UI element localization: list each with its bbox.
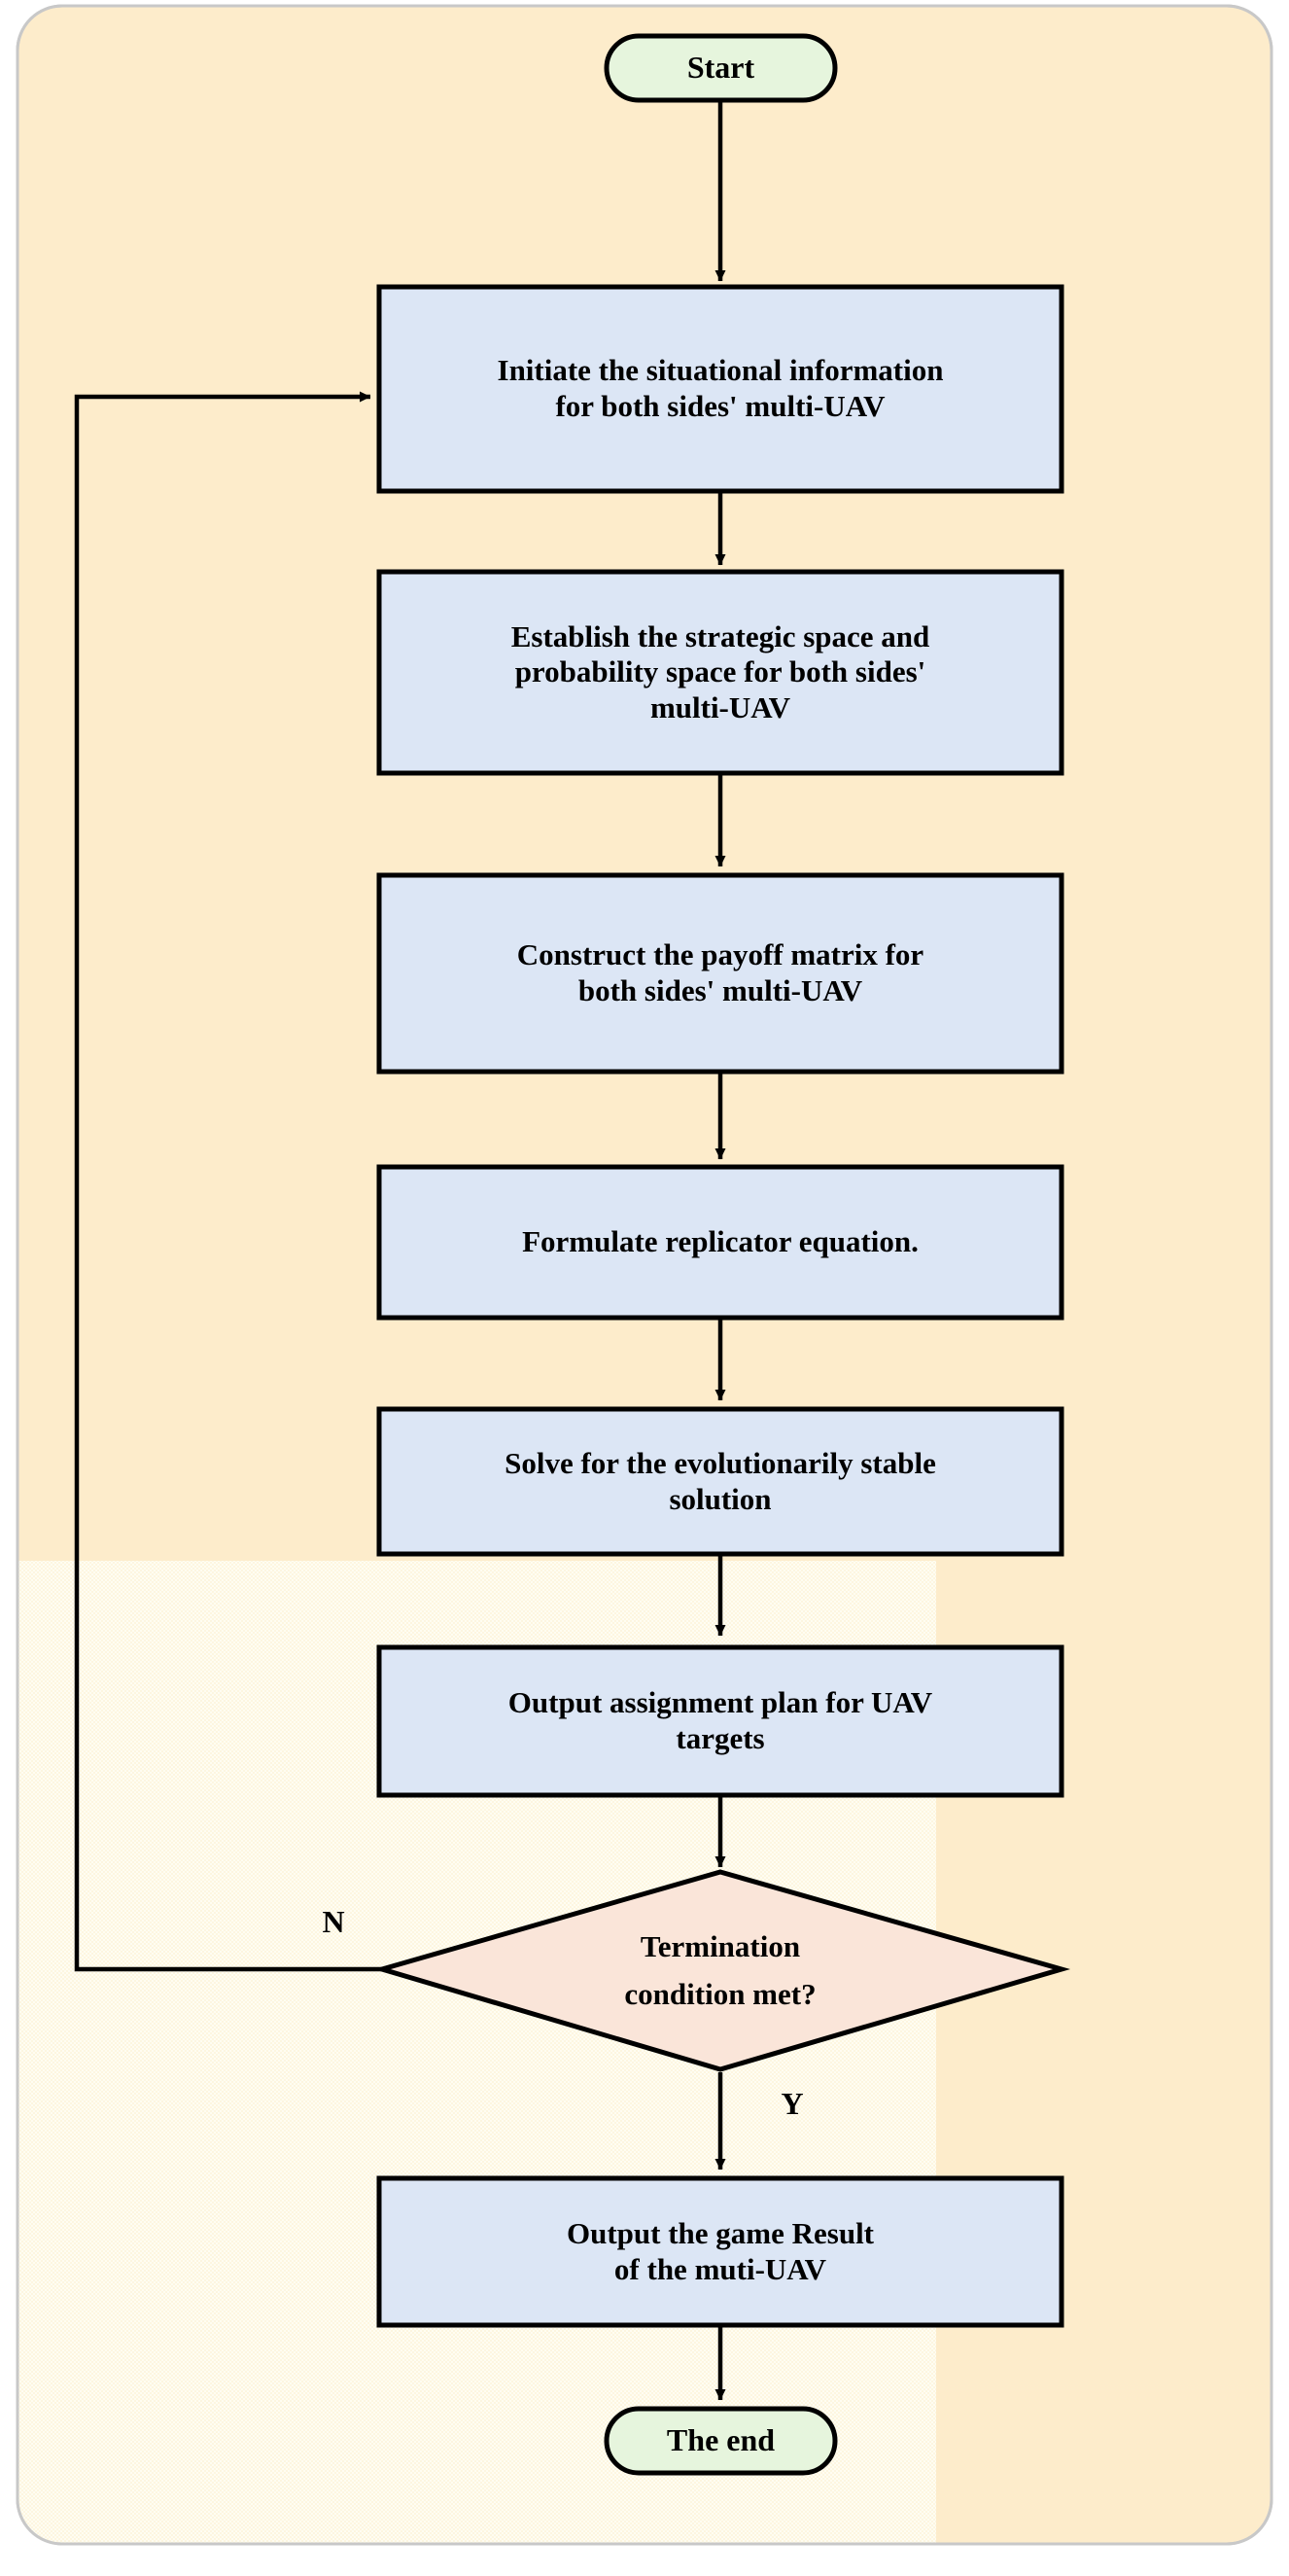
node-p7-shape [376,2175,1064,2328]
node-p1-shape [376,284,1064,494]
node-p1[interactable] [379,287,1062,491]
connector-group [74,99,726,2401]
node-end-shape [604,2406,838,2476]
node-p4-shape [376,1164,1064,1321]
node-p7[interactable] [379,2178,1062,2325]
node-start-shape [604,33,838,103]
node-p3[interactable] [379,875,1062,1072]
node-p6-shape [376,1644,1064,1798]
node-p5-shape [376,1406,1064,1557]
node-decision-shape [373,1869,1070,2072]
node-p2[interactable] [379,572,1062,773]
node-p5[interactable] [379,1409,1062,1554]
node-start[interactable] [607,36,835,100]
node-p3-shape [376,872,1064,1075]
node-decision[interactable] [382,1872,1062,2069]
node-end[interactable] [607,2409,835,2473]
node-p4[interactable] [379,1167,1062,1318]
edge-decision-to-p1-feedback [74,391,382,1972]
node-p6[interactable] [379,1647,1062,1795]
node-p2-shape [376,569,1064,776]
